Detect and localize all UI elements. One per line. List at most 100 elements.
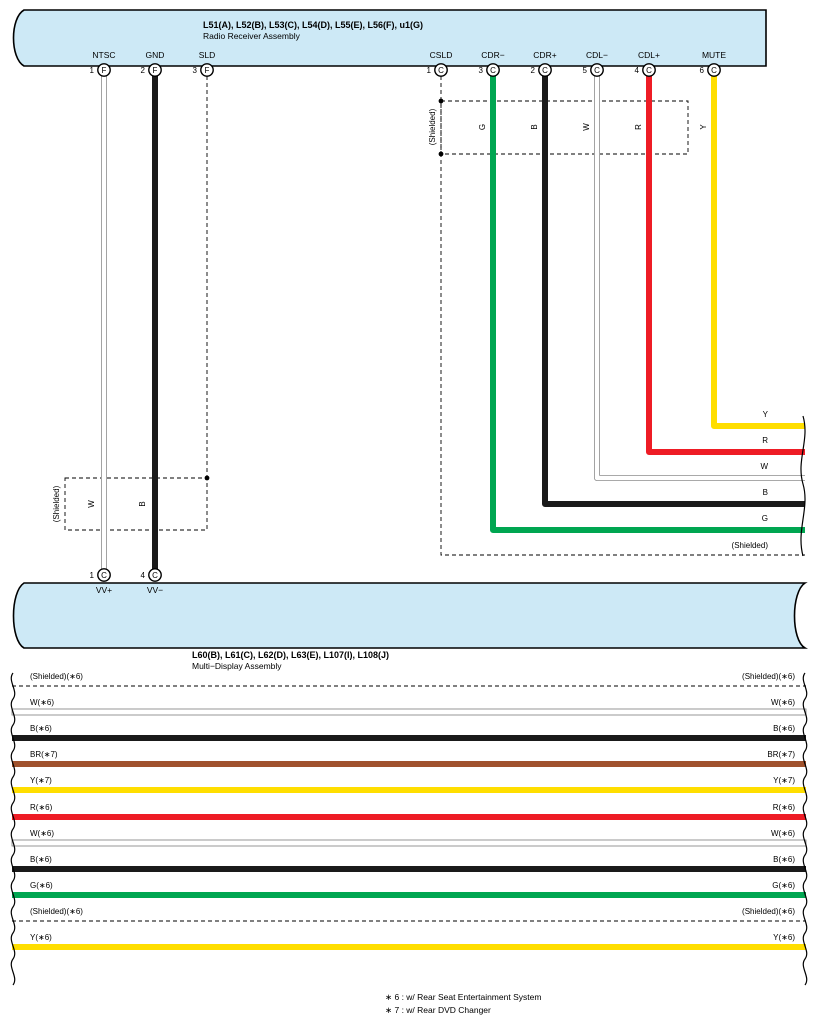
exit-label-6: (Shielded)	[732, 541, 769, 550]
lower-wire-7-label-left: W(∗6)	[30, 829, 54, 838]
pin-mute-connector: C	[711, 66, 717, 75]
csld-shield-wire	[440, 76, 805, 556]
lower-wire-5-label-right: Y(∗7)	[773, 776, 795, 785]
lower-wire-8-label-right: B(∗6)	[773, 855, 795, 864]
lower-wires: (Shielded)(∗6) (Shielded)(∗6) W(∗6) W(∗6) B(…	[10, 672, 808, 986]
multi-display-body	[12, 582, 808, 649]
lower-wire-9-label-right: G(∗6)	[772, 881, 795, 890]
radio-receiver-subtitle: Radio Receiver Assembly	[203, 31, 301, 41]
lower-wire-10-label-left: (Shielded)(∗6)	[30, 907, 83, 916]
left-shield-label: (Shielded)	[52, 485, 61, 522]
pin-vv-number: 1	[90, 571, 95, 580]
pin-cdr-connector: C	[542, 66, 548, 75]
lower-wire-1-label-right: (Shielded)(∗6)	[742, 672, 795, 681]
right-shield-label: (Shielded)	[428, 108, 437, 145]
lower-wire-8-label-left: B(∗6)	[30, 855, 52, 864]
radio-receiver-connector: L51(A), L52(B), L53(C), L54(D), L55(E), …	[12, 9, 767, 67]
lower-wire-1-label-left: (Shielded)(∗6)	[30, 672, 83, 681]
lower-wire-7-label-right: W(∗6)	[771, 829, 795, 838]
lower-wire-2	[11, 708, 807, 716]
pin-csld-connector: C	[438, 66, 444, 75]
lower-wire-5-label-left: Y(∗7)	[30, 776, 52, 785]
pin-gnd-name: GND	[146, 50, 165, 60]
lower-left-break	[10, 672, 16, 986]
footnote-6: ∗ 6 : w/ Rear Seat Entertainment System	[385, 992, 541, 1002]
right-shield-junction-top	[438, 98, 444, 104]
left-shield-junction	[204, 475, 210, 481]
exit-label-2: R	[762, 436, 768, 445]
lower-wire-4-label-right: BR(∗7)	[767, 750, 795, 759]
pin-cdr-connector: C	[490, 66, 496, 75]
pin-cdr-circle	[486, 63, 500, 77]
wire-cdl	[646, 76, 805, 455]
pin-ntsc-connector: F	[102, 66, 107, 75]
pin-vv-name: VV−	[147, 585, 163, 595]
wire-mute	[711, 76, 805, 429]
lower-wire-6-label-right: R(∗6)	[773, 803, 796, 812]
wire-cdl	[594, 76, 805, 481]
lower-right-break	[802, 672, 808, 986]
pin-cdr-circle	[538, 63, 552, 77]
pin-cdr-name: CDR+	[533, 50, 556, 60]
pin-gnd-connector: F	[153, 66, 158, 75]
radio-receiver-title: L51(A), L52(B), L53(C), L54(D), L55(E), …	[203, 20, 423, 30]
pin-cdl-name: CDL−	[586, 50, 608, 60]
lower-wire-11-label-right: Y(∗6)	[773, 933, 795, 942]
lower-wire-2-label-right: W(∗6)	[771, 698, 795, 707]
multi-display-subtitle: Multi−Display Assembly	[192, 661, 282, 671]
footnotes: ∗ 6 : w/ Rear Seat Entertainment System …	[385, 992, 541, 1015]
pin-mute-circle	[707, 63, 721, 77]
lower-wire-9-label-left: G(∗6)	[30, 881, 53, 890]
wire-cdl-label: W	[582, 123, 591, 131]
lower-wire-11-label-left: Y(∗6)	[30, 933, 52, 942]
pin-csld-circle	[434, 63, 448, 77]
wire-cdr-label: B	[530, 124, 539, 129]
pin-vv-connector: C	[152, 571, 158, 580]
left-shield-box	[64, 477, 208, 531]
footnote-7: ∗ 7 : w/ Rear DVD Changer	[385, 1005, 491, 1015]
pin-cdl-number: 4	[635, 66, 640, 75]
pin-cdr-number: 3	[479, 66, 484, 75]
pin-cdl-circle	[642, 63, 656, 77]
pin-cdl-name: CDL+	[638, 50, 660, 60]
lower-wire-4-label-left: BR(∗7)	[30, 750, 58, 759]
multi-display-connector: L60(B), L61(C), L62(D), L63(E), L107(I),…	[12, 582, 808, 671]
exit-label-5: G	[762, 514, 768, 523]
lower-wire-3-label-right: B(∗6)	[773, 724, 795, 733]
wire-cdr-label: G	[478, 124, 487, 130]
pin-ntsc-number: 1	[90, 66, 95, 75]
exit-label-3: W	[760, 462, 768, 471]
lower-wire-3-label-left: B(∗6)	[30, 724, 52, 733]
pin-ntsc-name: NTSC	[92, 50, 115, 60]
right-edge-break	[800, 415, 806, 557]
pin-vv-number: 4	[141, 571, 146, 580]
pin-cdl-number: 5	[583, 66, 588, 75]
exit-label-4: B	[763, 488, 768, 497]
pin-cdr-name: CDR−	[481, 50, 504, 60]
pin-sld-name: SLD	[199, 50, 216, 60]
pin-vv-circle	[148, 568, 162, 582]
wire-mute-label: Y	[699, 124, 708, 130]
pin-cdr-number: 2	[531, 66, 536, 75]
pin-cdl-connector: C	[646, 66, 652, 75]
wire-cdl-label: R	[634, 124, 643, 130]
pin-vv-connector: C	[101, 571, 107, 580]
pin-ntsc-circle	[97, 63, 111, 77]
wire-cdr	[490, 76, 805, 533]
pin-vv-name: VV+	[96, 585, 112, 595]
lower-wire-6-label-left: R(∗6)	[30, 803, 53, 812]
wire-gnd-label: B	[138, 501, 147, 506]
wire-cdr	[542, 76, 805, 507]
pin-csld-number: 1	[427, 66, 432, 75]
lower-wire-10-label-right: (Shielded)(∗6)	[742, 907, 795, 916]
right-shield-junction-bottom	[438, 151, 444, 157]
pin-sld-number: 3	[193, 66, 198, 75]
pin-mute-number: 6	[700, 66, 705, 75]
pin-mute-name: MUTE	[702, 50, 726, 60]
radio-receiver-body	[12, 9, 767, 67]
connector-pins: F1NTSCF2GNDF3SLDC1CSLDC3CDR−C2CDR+C5CDL−…	[90, 50, 727, 595]
wire-ntsc-label: W	[87, 500, 96, 508]
pin-gnd-number: 2	[141, 66, 146, 75]
